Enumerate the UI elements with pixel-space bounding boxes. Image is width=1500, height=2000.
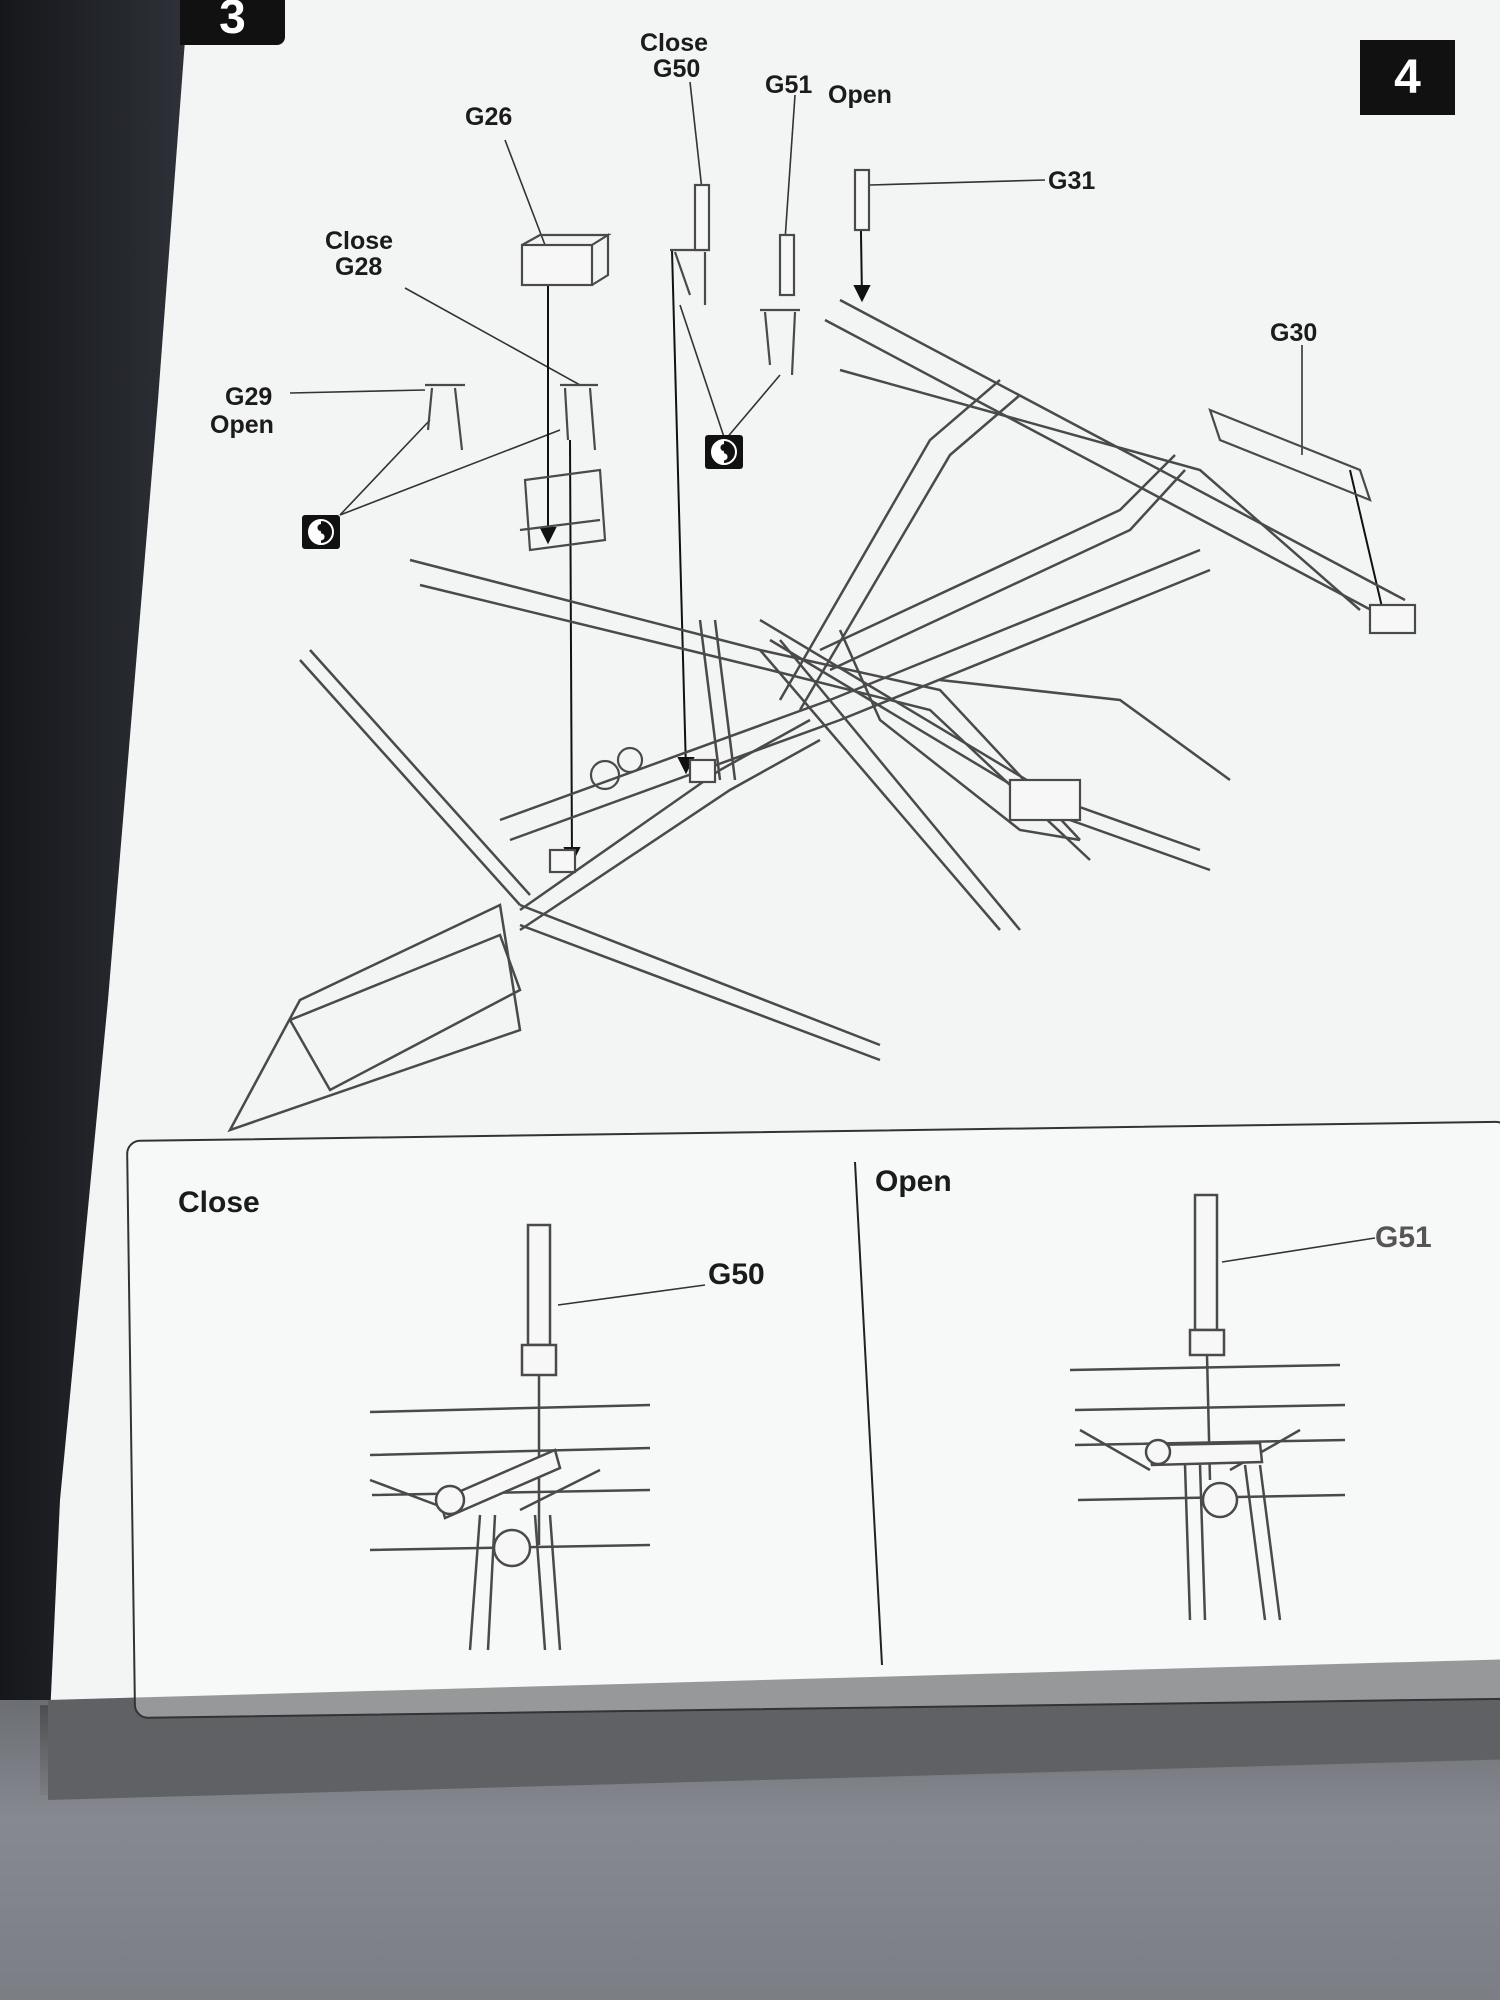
label-g28-state: Close — [325, 227, 394, 255]
inset-open-title: Open — [875, 1165, 952, 1198]
small-parts — [425, 168, 1417, 874]
step-number-badge: 3 — [180, 0, 285, 45]
close-detail-drawing — [369, 1223, 706, 1651]
label-g29: G29 — [225, 383, 273, 411]
inset-close-title: Close — [178, 1186, 260, 1219]
label-g28: G28 — [335, 253, 383, 281]
yin-yang-glue-icon — [302, 515, 340, 549]
label-g51: G51 — [765, 71, 813, 99]
label-g26: G26 — [465, 103, 513, 131]
inset-open-part-label: G51 — [1375, 1221, 1432, 1254]
yin-yang-glue-icon — [705, 435, 743, 469]
label-g50: G50 — [653, 55, 701, 83]
leader-lines — [289, 81, 1303, 516]
label-g30: G30 — [1270, 319, 1318, 347]
next-step-number-badge: 4 — [1360, 40, 1455, 115]
label-g29-state: Open — [210, 411, 274, 439]
inset-close-part-label: G50 — [708, 1258, 765, 1291]
instruction-page — [48, 0, 1500, 1760]
label-g31: G31 — [1048, 167, 1096, 195]
label-g51-state: Open — [828, 81, 892, 109]
label-g50-state: Close — [640, 29, 709, 57]
open-detail-drawing — [1069, 1193, 1376, 1621]
